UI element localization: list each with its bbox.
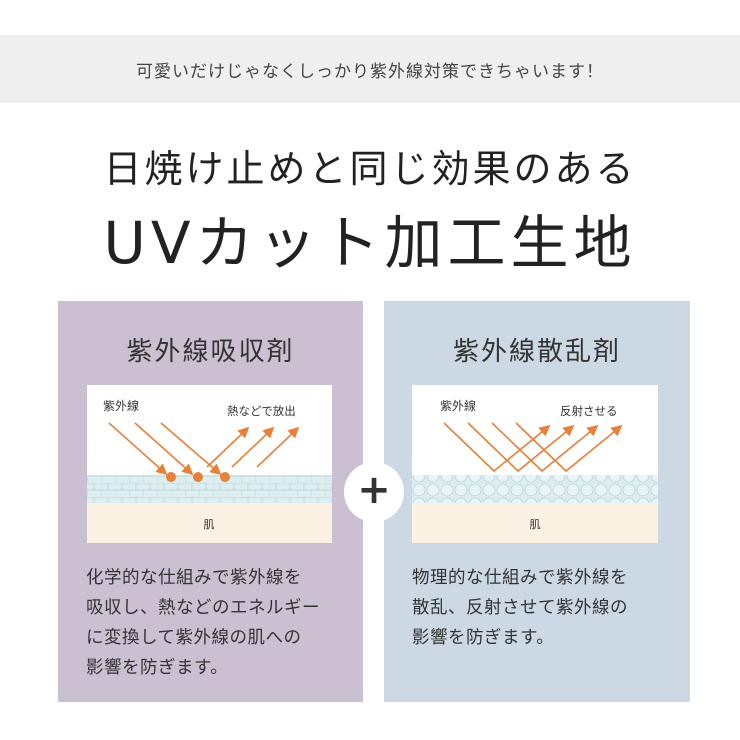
absorber-title: 紫外線吸収剤 bbox=[126, 337, 295, 367]
absorber-uv-label: 紫外線 bbox=[103, 398, 139, 413]
uv-incoming-arrows bbox=[108, 422, 222, 476]
uv-reflected-arrows bbox=[443, 422, 623, 473]
particle-layer bbox=[412, 475, 658, 503]
scatterer-panel: 紫外線散乱剤 肌 紫外線 反射させる bbox=[384, 301, 690, 702]
scatterer-diagram-svg: 肌 紫外線 反射させる bbox=[412, 398, 658, 543]
banner-text: 可愛いだけじゃなくしっかり紫外線対策できちゃいます！ bbox=[136, 61, 604, 82]
top-banner: 可愛いだけじゃなくしっかり紫外線対策できちゃいます！ bbox=[0, 35, 740, 103]
scatterer-diagram: 肌 紫外線 反射させる bbox=[412, 385, 658, 543]
heat-outgoing-arrows bbox=[206, 426, 300, 468]
heat-bursts bbox=[166, 472, 230, 482]
headline-line2: UVカット加工生地 bbox=[103, 209, 637, 277]
absorber-panel: 紫外線吸収剤 肌 紫外線 熱などで放出 bbox=[58, 301, 363, 702]
plus-icon: + bbox=[357, 467, 391, 513]
absorber-description: 化学的な仕組みで紫外線を 吸収し、熱などのエネルギー に変換して紫外線の肌への … bbox=[86, 568, 320, 678]
scatterer-effect-label: 反射させる bbox=[560, 404, 618, 418]
absorber-skin-label: 肌 bbox=[204, 518, 215, 531]
plus-symbol: + bbox=[344, 462, 404, 522]
scatterer-title: 紫外線散乱剤 bbox=[452, 337, 621, 367]
headline-line1: 日焼け止めと同じ効果のある bbox=[103, 147, 637, 191]
fabric-layer bbox=[87, 475, 332, 503]
scatterer-description: 物理的な仕組みで紫外線を 散乱、反射させて紫外線の 影響を防ぎます。 bbox=[412, 568, 628, 648]
scatterer-uv-label: 紫外線 bbox=[440, 398, 476, 413]
absorber-diagram-svg: 肌 紫外線 熱などで放出 bbox=[87, 398, 332, 543]
skin-area bbox=[412, 503, 658, 543]
absorber-effect-label: 熱などで放出 bbox=[227, 404, 296, 418]
absorber-diagram: 肌 紫外線 熱などで放出 bbox=[87, 385, 332, 543]
scatterer-skin-label: 肌 bbox=[530, 518, 541, 531]
skin-area bbox=[87, 503, 332, 543]
